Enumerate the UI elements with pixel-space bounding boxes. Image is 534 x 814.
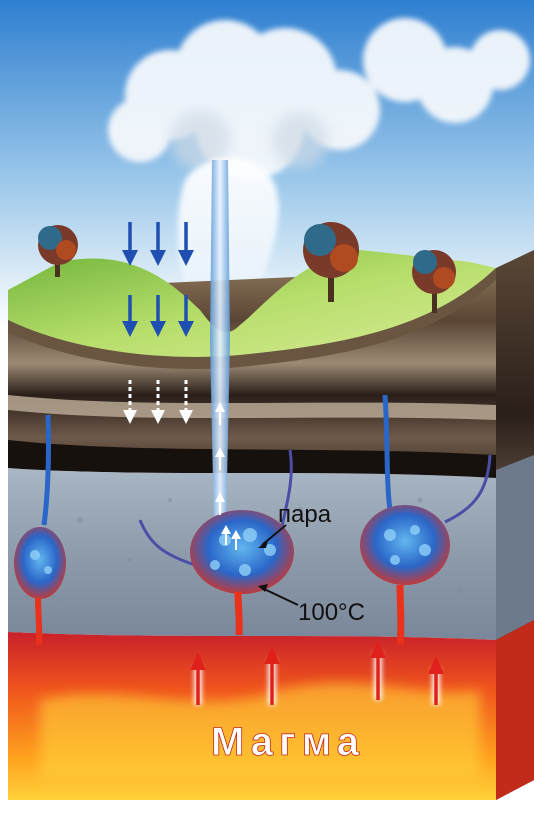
steam-label: пара <box>278 501 332 528</box>
magma-glow <box>40 682 480 780</box>
steam-bubbles <box>30 525 431 576</box>
heat-arrows <box>190 640 444 705</box>
steam-cloud-shade <box>170 110 328 170</box>
block-side-rock <box>496 455 534 640</box>
dark-stratum <box>8 440 496 478</box>
side-chamber-right <box>360 394 492 646</box>
geyser-jet <box>210 160 230 530</box>
side-chamber-left <box>14 414 66 646</box>
main-chamber <box>138 449 294 636</box>
block-side-magma <box>496 620 534 800</box>
infiltration-arrows <box>123 380 193 424</box>
grass-edge <box>8 268 496 369</box>
conduit-up-arrows <box>215 402 241 550</box>
rain-arrows <box>122 222 194 337</box>
rock-texture <box>58 497 463 622</box>
tree-left <box>38 225 78 277</box>
label-leaders <box>258 524 299 606</box>
temperature-label: 100°C <box>298 599 365 626</box>
tree-middle <box>303 222 359 302</box>
tree-right <box>412 250 456 313</box>
magma-label: Магма <box>211 720 365 764</box>
